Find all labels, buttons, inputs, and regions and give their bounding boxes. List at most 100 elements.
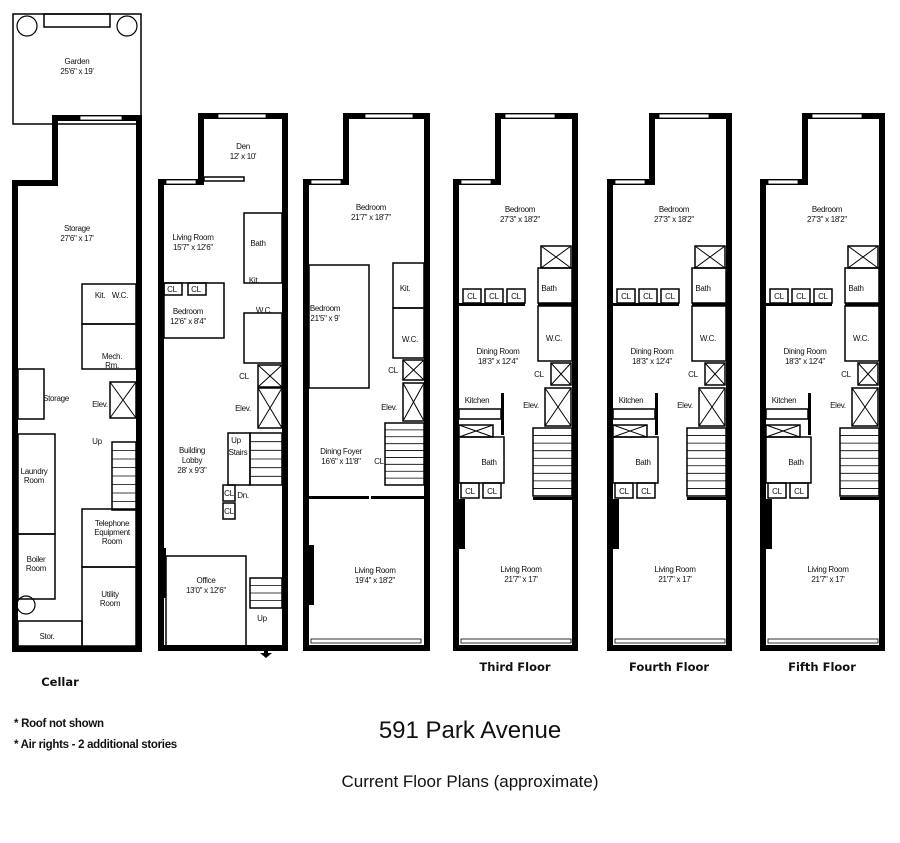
closet-label: CL bbox=[665, 292, 675, 301]
closet-label: CL bbox=[774, 292, 784, 301]
closet bbox=[614, 482, 634, 499]
window bbox=[364, 113, 414, 119]
kitchen-counter bbox=[765, 408, 809, 420]
room-label-bath: Bath bbox=[541, 284, 556, 293]
wall bbox=[198, 113, 204, 179]
room-label-bedroom: Bedroom bbox=[659, 205, 690, 214]
room-label-storage-2: Storage bbox=[43, 394, 70, 403]
room-label-telephone: Telephone bbox=[95, 519, 130, 528]
elevator-x-icon bbox=[257, 387, 283, 429]
closet bbox=[222, 484, 236, 502]
wall bbox=[158, 548, 166, 598]
room-label-stairs: Stairs bbox=[229, 448, 248, 457]
room-label-elev: Elev. bbox=[523, 401, 539, 410]
room-label-bath-2: Bath bbox=[788, 458, 803, 467]
kitchen-counter bbox=[612, 408, 656, 420]
page-subtitle: Current Floor Plans (approximate) bbox=[341, 772, 599, 791]
partition bbox=[458, 436, 505, 484]
elevator-shaft bbox=[851, 387, 879, 427]
room-label-bedroom: Bedroom bbox=[505, 205, 536, 214]
wall bbox=[802, 113, 808, 183]
partition bbox=[203, 176, 245, 182]
closet-label: CL bbox=[841, 370, 851, 379]
wall bbox=[459, 303, 525, 306]
elevator-shaft bbox=[550, 362, 572, 386]
room-label-bath-2: Bath bbox=[481, 458, 496, 467]
stair-down-label: Dn. bbox=[237, 491, 249, 500]
staircase bbox=[532, 427, 573, 497]
room-label-utility-room: Room bbox=[100, 599, 121, 608]
page-title: 591 Park Avenue bbox=[378, 717, 562, 744]
window bbox=[217, 113, 267, 119]
room-label-mech-rm: Rm. bbox=[105, 361, 119, 370]
room-dims-living: 21'7" x 17' bbox=[658, 575, 692, 584]
room-label-storage: Storage bbox=[64, 224, 91, 233]
partition bbox=[537, 305, 573, 362]
partition bbox=[243, 312, 283, 364]
window bbox=[310, 179, 342, 185]
window bbox=[614, 179, 646, 185]
room-label-dining-foyer: Dining Foyer bbox=[320, 447, 362, 456]
room-dims-bedroom: 27'3" x 18'2" bbox=[500, 215, 540, 224]
wall bbox=[607, 645, 732, 651]
closet-label: CL bbox=[489, 292, 499, 301]
elevator-shaft bbox=[257, 387, 283, 429]
wall bbox=[808, 393, 811, 435]
closet-label: CL bbox=[534, 370, 544, 379]
wall bbox=[12, 180, 58, 186]
room-label-kit: Kit. bbox=[400, 284, 410, 293]
elevator-shaft bbox=[698, 387, 726, 427]
elevator-x-icon bbox=[550, 362, 572, 386]
room-label-living: Living Room bbox=[654, 565, 696, 574]
entrance-arrow-icon bbox=[260, 647, 272, 658]
room-label-mech: Mech. bbox=[102, 352, 122, 361]
room-dims-bedroom: 27'3" x 18'2" bbox=[807, 215, 847, 224]
elevator-shaft bbox=[402, 359, 425, 381]
wall bbox=[495, 113, 501, 183]
room-dims-storage: 27'6" x 17' bbox=[60, 234, 94, 243]
closet-label: CL bbox=[511, 292, 521, 301]
elevator-x-icon bbox=[544, 387, 572, 427]
room-label-bath: Bath bbox=[848, 284, 863, 293]
room-label-wc: W.C. bbox=[853, 334, 869, 343]
partition bbox=[691, 305, 727, 362]
room-label-living: Living Room bbox=[354, 566, 396, 575]
room-label-living: Living Room bbox=[807, 565, 849, 574]
partition bbox=[17, 368, 45, 420]
kitchen-counter bbox=[458, 408, 502, 420]
elevator-x-icon bbox=[847, 245, 879, 269]
planter-icon bbox=[16, 15, 38, 37]
room-label-bedroom: Bedroom bbox=[173, 307, 204, 316]
closet-label: CL bbox=[388, 366, 398, 375]
elevator-x-icon bbox=[402, 382, 425, 422]
wall bbox=[613, 499, 619, 549]
stair-landing bbox=[227, 432, 251, 486]
room-label-elev: Elev. bbox=[92, 400, 108, 409]
room-label-living: Living Room bbox=[172, 233, 214, 242]
closet-label: CL bbox=[374, 457, 384, 466]
elevator-x-icon bbox=[857, 362, 879, 386]
elevator-x-icon bbox=[694, 245, 726, 269]
elevator-shaft bbox=[109, 381, 137, 419]
closet-label: CL bbox=[641, 487, 651, 496]
room-label-kit: Kit. bbox=[249, 276, 259, 285]
elevator-shaft bbox=[544, 387, 572, 427]
room-label-elev: Elev. bbox=[381, 403, 397, 412]
closet bbox=[482, 482, 502, 499]
closet-label: CL bbox=[621, 292, 631, 301]
room-dims-bedroom: 12'6" x 8'4" bbox=[170, 317, 206, 326]
wall bbox=[655, 393, 658, 435]
room-label-wc: W.C. bbox=[402, 335, 418, 344]
room-label-office: Office bbox=[197, 576, 217, 585]
room-dims-garden: 25'6" x 19' bbox=[60, 67, 94, 76]
room-label-living: Living Room bbox=[500, 565, 542, 574]
wall bbox=[649, 113, 655, 183]
room-dims-dining-room: 18'3" x 12'4" bbox=[632, 357, 672, 366]
room-label-dining-room: Dining Room bbox=[477, 347, 521, 356]
closet-label: CL bbox=[794, 487, 804, 496]
partition bbox=[17, 620, 83, 647]
